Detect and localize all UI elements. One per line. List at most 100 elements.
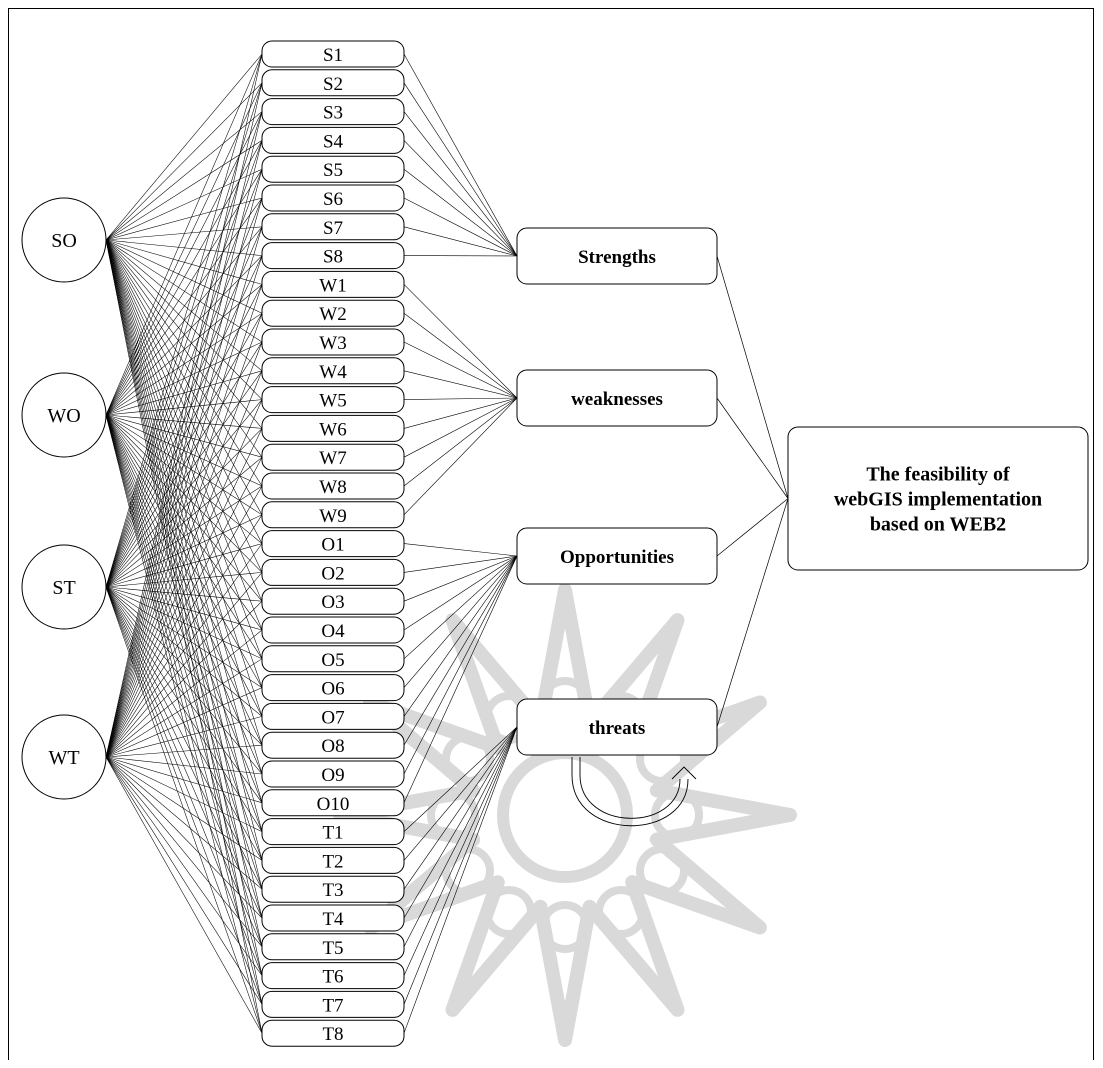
factor-label: T4 xyxy=(322,909,344,930)
edge-st-s6 xyxy=(105,197,263,588)
edge-st-o8 xyxy=(105,586,263,746)
edge-wo-o8 xyxy=(105,414,263,746)
edge-wt-w6 xyxy=(105,428,263,758)
edge-st-o6 xyxy=(105,586,263,688)
edge-wo-o6 xyxy=(105,414,263,688)
factor-node-o1: O1 xyxy=(261,530,405,558)
edge-wt-w2 xyxy=(105,313,263,758)
factor-box xyxy=(261,443,405,471)
edge-wt-o6 xyxy=(105,687,263,758)
factor-node-w4: W4 xyxy=(261,357,405,385)
factor-label: O5 xyxy=(321,650,344,671)
factor-node-w9: W9 xyxy=(261,501,405,529)
edge-st-t3 xyxy=(105,586,263,890)
factor-label: O6 xyxy=(321,679,344,700)
edge-wt-o7 xyxy=(105,716,263,758)
edge-o4-opportunities xyxy=(403,555,518,631)
edge-wt-w5 xyxy=(105,399,263,758)
factor-box xyxy=(261,126,405,154)
factor-node-w7: W7 xyxy=(261,443,405,471)
edge-w6-weaknesses xyxy=(403,397,518,429)
factor-node-s6: S6 xyxy=(261,184,405,212)
diagram-nodes: SOWOSTWTS1S2S3S4S5S6S7S8W1W2W3W4W5W6W7W8… xyxy=(21,40,1089,1047)
edge-so-w1 xyxy=(105,239,263,285)
factor-node-s8: S8 xyxy=(261,242,405,270)
watermark-star xyxy=(333,583,797,1047)
edge-wo-t4 xyxy=(105,414,263,919)
factor-box xyxy=(261,702,405,730)
edge-wo-o7 xyxy=(105,414,263,717)
edge-wt-t1 xyxy=(105,756,263,832)
strategy-node-so: SO xyxy=(21,197,107,283)
watermark-petal xyxy=(539,901,591,953)
factor-node-t1: T1 xyxy=(261,818,405,846)
factor-box xyxy=(261,69,405,97)
factor-label: T7 xyxy=(322,995,343,1016)
edge-t6-threats xyxy=(403,726,518,976)
factor-label: W4 xyxy=(319,362,347,383)
watermark-petal xyxy=(442,845,494,897)
edge-wo-o3 xyxy=(105,414,263,602)
factor-node-t7: T7 xyxy=(261,990,405,1018)
edge-t4-threats xyxy=(403,726,518,919)
edge-st-o9 xyxy=(105,586,263,775)
criterion-node-threats: threats xyxy=(516,698,718,756)
edge-so-t4 xyxy=(105,239,263,919)
edge-so-w3 xyxy=(105,239,263,343)
edge-wt-s8 xyxy=(105,255,263,758)
edge-wt-t6 xyxy=(105,756,263,976)
factor-label: W2 xyxy=(319,304,346,325)
edge-so-w4 xyxy=(105,239,263,372)
factor-label: S8 xyxy=(323,247,343,268)
edge-t1-threats xyxy=(403,726,518,832)
factor-label: T5 xyxy=(322,938,343,959)
factor-box xyxy=(261,184,405,212)
edge-wt-o8 xyxy=(105,744,263,758)
edge-s5-strengths xyxy=(403,168,518,257)
edge-so-s5 xyxy=(105,168,263,241)
factor-label: S6 xyxy=(323,189,343,210)
factor-box xyxy=(261,299,405,327)
edge-w1-weaknesses xyxy=(403,284,518,399)
edge-so-s4 xyxy=(105,140,263,241)
edge-wt-t2 xyxy=(105,756,263,861)
strategy-circle xyxy=(21,714,107,800)
strategy-circle xyxy=(21,197,107,283)
edge-wt-s2 xyxy=(105,82,263,758)
edge-st-w8 xyxy=(105,485,263,588)
factor-box xyxy=(261,904,405,932)
factor-box xyxy=(261,789,405,817)
edge-st-o5 xyxy=(105,586,263,660)
edge-wt-t8 xyxy=(105,756,263,1034)
factor-label: T6 xyxy=(322,967,343,988)
edge-threats-goal xyxy=(716,498,789,728)
factor-label: O1 xyxy=(321,535,344,556)
loop-arrowhead xyxy=(671,766,697,780)
factor-node-s5: S5 xyxy=(261,155,405,183)
factor-label: W1 xyxy=(319,275,346,296)
factor-box xyxy=(261,270,405,298)
edge-st-s8 xyxy=(105,255,263,588)
factor-box xyxy=(261,213,405,241)
factor-label: T2 xyxy=(322,851,343,872)
criterion-box xyxy=(516,527,718,585)
factor-node-t4: T4 xyxy=(261,904,405,932)
edge-st-o2 xyxy=(105,572,263,588)
factor-label: T3 xyxy=(322,880,343,901)
factor-label: O4 xyxy=(321,621,345,642)
factor-node-s3: S3 xyxy=(261,98,405,126)
edge-so-t7 xyxy=(105,239,263,1005)
factor-box xyxy=(261,1019,405,1047)
edge-wt-s4 xyxy=(105,140,263,758)
edge-st-o1 xyxy=(105,543,263,588)
factor-label: O10 xyxy=(317,794,350,815)
factor-box xyxy=(261,98,405,126)
edge-st-w7 xyxy=(105,456,263,588)
edge-so-s3 xyxy=(105,111,263,241)
edge-st-w6 xyxy=(105,428,263,588)
factor-node-w8: W8 xyxy=(261,472,405,500)
edge-wt-t3 xyxy=(105,756,263,890)
edge-so-s2 xyxy=(105,82,263,241)
